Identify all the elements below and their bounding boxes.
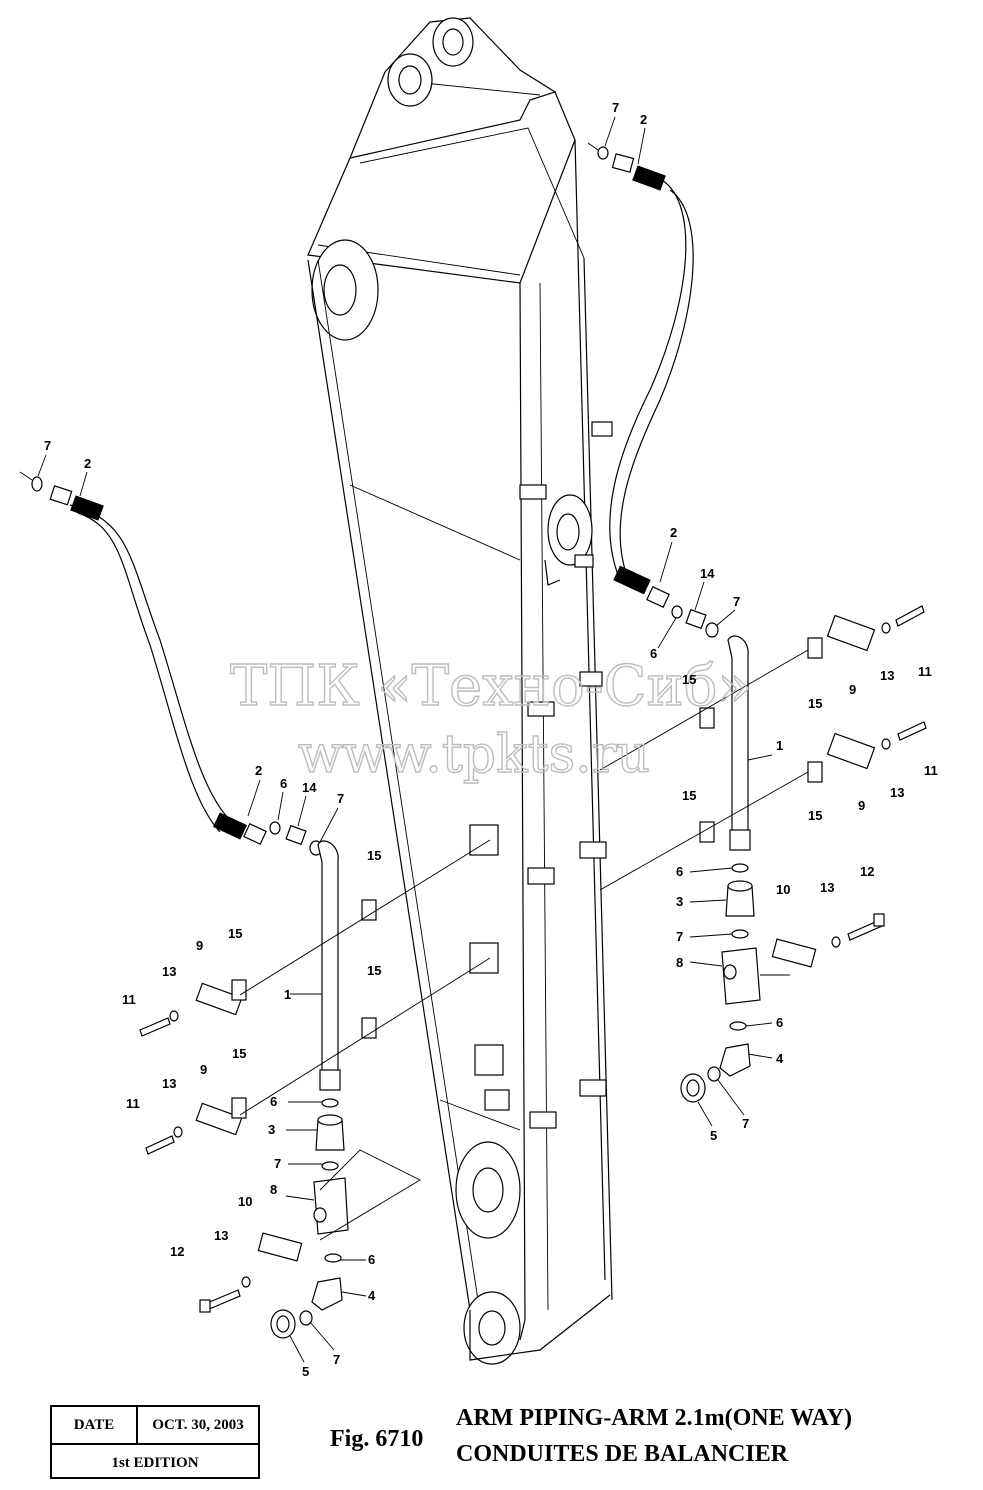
- callout-label: 7: [44, 438, 51, 453]
- watermark: ТПК «Техно-Сиб» www.tpkts.ru: [229, 653, 752, 785]
- callout-label: 6: [676, 864, 683, 879]
- callout-label: 13: [890, 785, 904, 800]
- callout-label: 13: [214, 1228, 228, 1243]
- callout-label: 1: [284, 987, 291, 1002]
- hose-crimp-left-top: [70, 495, 247, 840]
- callout-label: 14: [302, 780, 317, 795]
- figure-title-english: ARM PIPING-ARM 2.1m(ONE WAY): [456, 1405, 852, 1431]
- callout-label: 12: [860, 864, 874, 879]
- callout-label: 6: [650, 646, 657, 661]
- callout-label: 2: [640, 112, 647, 127]
- callout-label: 3: [676, 894, 683, 909]
- callout-label: 9: [858, 798, 865, 813]
- callout-label: 14: [700, 566, 715, 581]
- watermark-line-2: www.tpkts.ru: [298, 725, 650, 785]
- callout-label: 15: [232, 1046, 246, 1061]
- callout-label: 3: [268, 1122, 275, 1137]
- callout-label: 6: [280, 776, 287, 791]
- arm-structure: [307, 17, 613, 1365]
- callout-label: 4: [368, 1288, 376, 1303]
- title-block: DATE OCT. 30, 2003 1st EDITION: [50, 1405, 260, 1479]
- callout-label: 11: [924, 763, 938, 778]
- callout-label: 2: [84, 456, 91, 471]
- callout-label: 13: [162, 964, 176, 979]
- callout-label: 7: [742, 1116, 749, 1131]
- right-hose-assembly: [587, 142, 927, 1103]
- callout-label: 11: [126, 1096, 140, 1111]
- callout-label: 11: [122, 992, 136, 1007]
- callout-label: 4: [776, 1051, 784, 1066]
- figure-title-french: CONDUITES DE BALANCIER: [456, 1441, 789, 1467]
- callout-label: 2: [670, 525, 677, 540]
- callout-label: 15: [367, 848, 381, 863]
- callout-label: 9: [196, 938, 203, 953]
- callout-label: 8: [676, 955, 683, 970]
- callout-label: 7: [274, 1156, 281, 1171]
- callout-label: 11: [918, 664, 932, 679]
- callout-label: 9: [849, 682, 856, 697]
- callout-label: 2: [255, 763, 262, 778]
- callout-label: 5: [710, 1128, 717, 1143]
- callout-label: 1: [776, 738, 783, 753]
- callout-label: 15: [808, 808, 822, 823]
- callout-label: 15: [228, 926, 242, 941]
- left-hose-assembly: [19, 471, 491, 1339]
- callout-label: 13: [880, 668, 894, 683]
- callout-label: 10: [776, 882, 790, 897]
- date-value: OCT. 30, 2003: [152, 1416, 244, 1433]
- callout-label: 7: [733, 594, 740, 609]
- figure-number: Fig. 6710: [330, 1426, 424, 1452]
- callout-label: 15: [808, 696, 822, 711]
- callout-label: 15: [682, 672, 696, 687]
- callout-label: 5: [302, 1364, 309, 1379]
- callout-label: 13: [820, 880, 834, 895]
- watermark-line-1: ТПК «Техно-Сиб»: [230, 654, 752, 719]
- callout-label: 6: [776, 1015, 783, 1030]
- date-label: DATE: [52, 1407, 138, 1443]
- edition-label: 1st EDITION: [111, 1454, 199, 1471]
- callout-label: 6: [270, 1094, 277, 1109]
- callout-label: 9: [200, 1062, 207, 1077]
- callout-label: 6: [368, 1252, 375, 1267]
- callout-label: 8: [270, 1182, 277, 1197]
- callout-label: 12: [170, 1244, 184, 1259]
- callout-label: 15: [367, 963, 381, 978]
- callout-label: 7: [333, 1352, 340, 1367]
- callout-label: 10: [238, 1194, 252, 1209]
- callout-label: 15: [682, 788, 696, 803]
- callout-label: 13: [162, 1076, 176, 1091]
- callout-label: 7: [676, 929, 683, 944]
- callout-label: 7: [337, 791, 344, 806]
- leader-lines: [37, 116, 773, 1363]
- callouts: 7 2 2 6 14 7 15 15 9 13 11 1 15 15 9 13 …: [44, 100, 938, 1379]
- callout-label: 7: [612, 100, 619, 115]
